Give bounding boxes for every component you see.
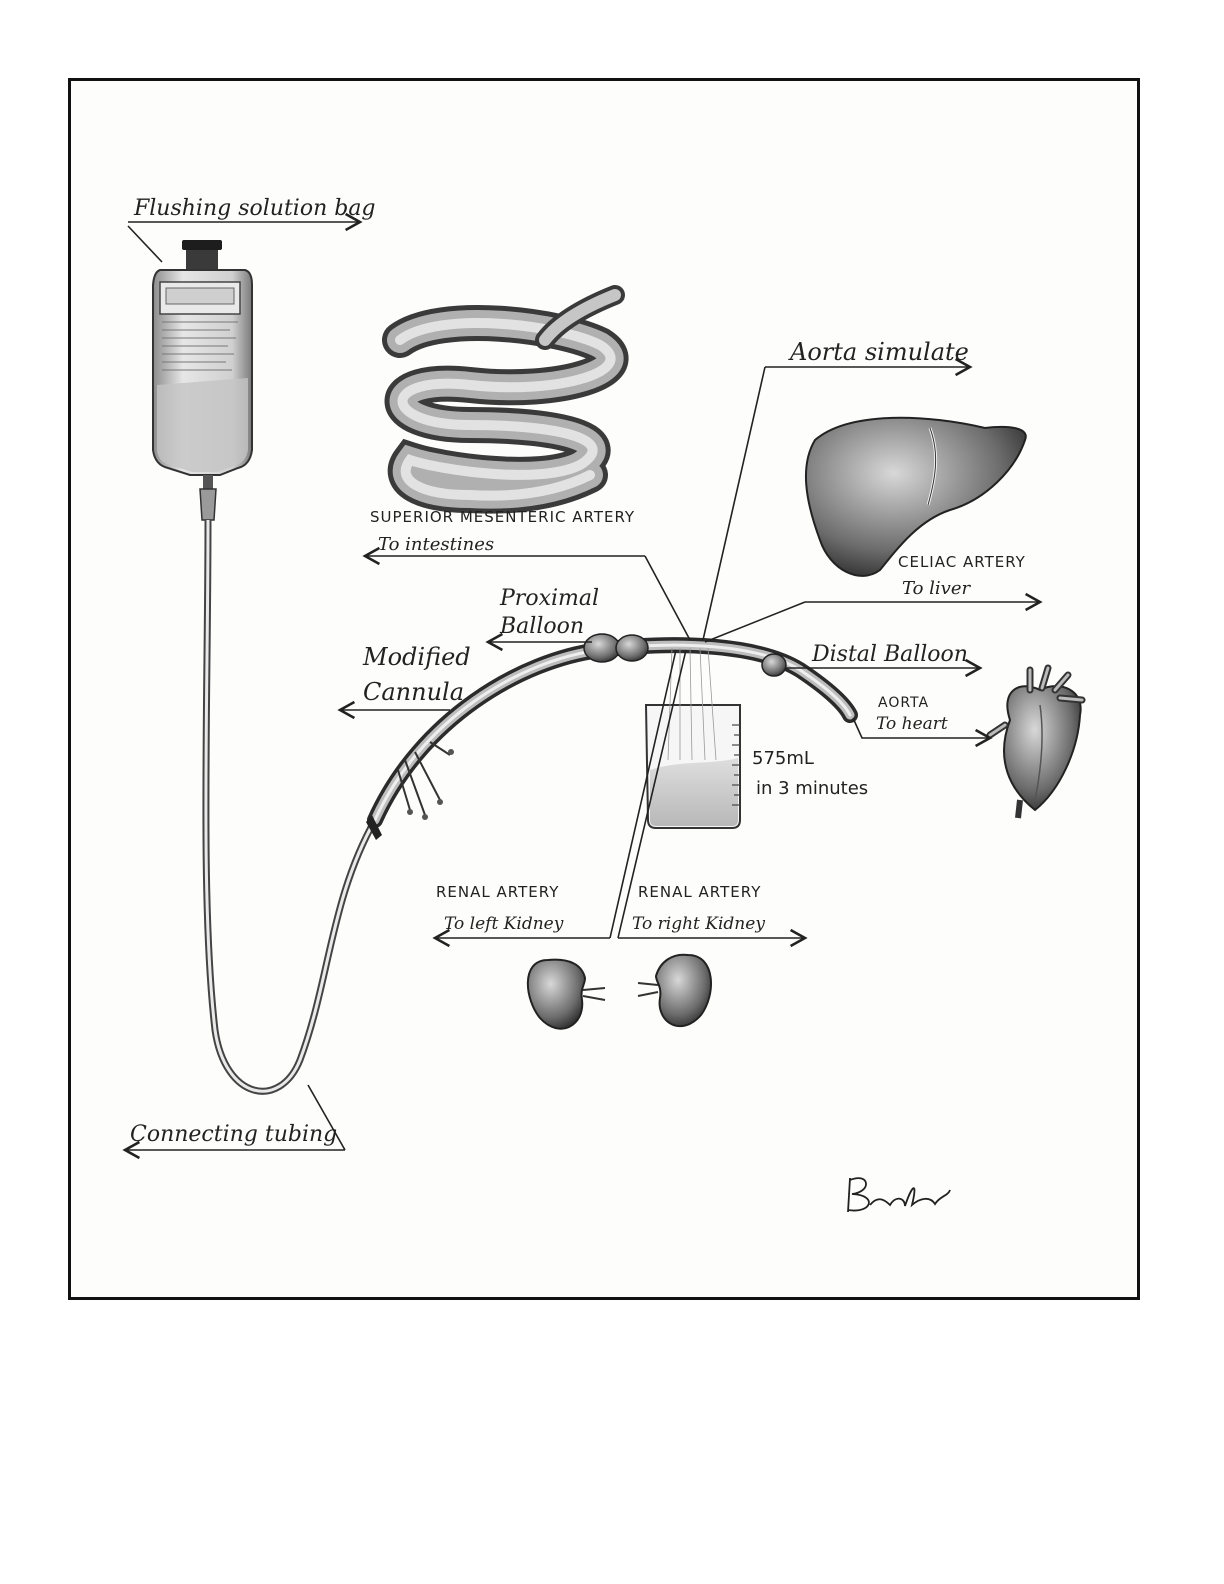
aorta-title-label: AORTA: [878, 695, 930, 711]
iv-bag-icon: [152, 240, 253, 521]
time-label: in 3 minutes: [756, 778, 869, 799]
renal-left-sub-label: To left Kidney: [444, 914, 564, 934]
modified-cannula-label-2: Cannula: [363, 678, 465, 706]
intestine-icon: [382, 285, 629, 514]
beaker-icon: [644, 647, 741, 829]
proximal-balloon-label-1: Proximal: [500, 586, 600, 611]
volume-label: 575mL: [752, 748, 814, 769]
left-kidney-icon: [526, 958, 606, 1030]
flushing-bag-label: Flushing solution bag: [134, 196, 376, 221]
liver-icon: [805, 416, 1027, 577]
aorta-sub-label: To heart: [876, 714, 948, 734]
leader-lines: [122, 212, 1043, 1160]
celiac-title-label: CELIAC ARTERY: [898, 553, 1026, 571]
renal-right-sub-label: To right Kidney: [632, 914, 765, 934]
sma-title-label: SUPERIOR MESENTERIC ARTERY: [370, 508, 636, 526]
renal-right-title-label: RENAL ARTERY: [638, 883, 762, 901]
signature-mark: [847, 1177, 951, 1213]
right-kidney-icon: [637, 953, 712, 1028]
proximal-balloon: [583, 633, 649, 663]
aorta-simulate-label: Aorta simulate: [790, 338, 969, 366]
modified-cannula-label-1: Modified: [363, 643, 471, 671]
distal-balloon: [761, 653, 787, 677]
celiac-sub-label: To liver: [902, 578, 971, 599]
connecting-tubing: [202, 519, 379, 1095]
distal-balloon-label: Distal Balloon: [812, 642, 968, 667]
proximal-balloon-label-2: Balloon: [500, 614, 585, 639]
heart-icon: [986, 664, 1086, 819]
sma-sub-label: To intestines: [378, 534, 495, 555]
connecting-tubing-label: Connecting tubing: [130, 1122, 338, 1147]
renal-left-title-label: RENAL ARTERY: [436, 883, 560, 901]
